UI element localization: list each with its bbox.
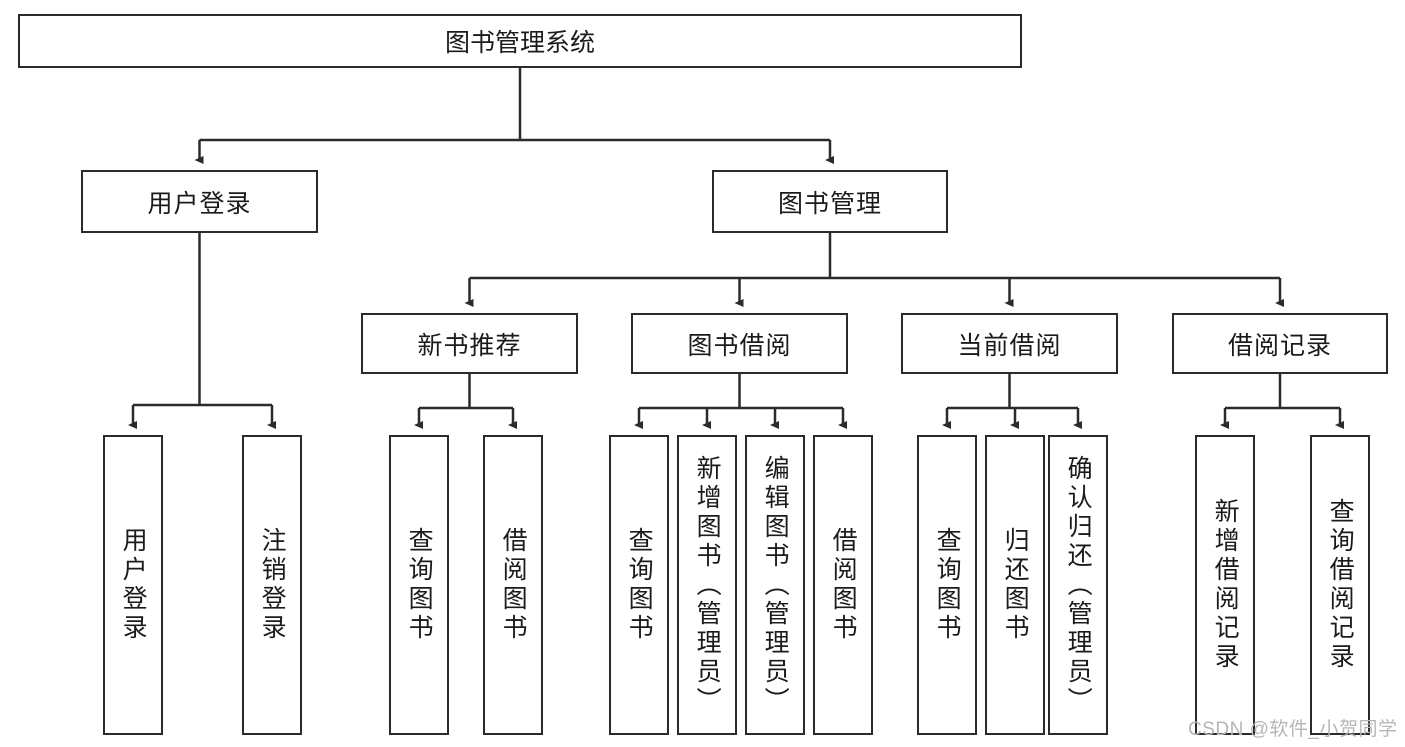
- node-label: 查询借阅记录: [1326, 498, 1355, 672]
- node-label: 当前借阅: [957, 331, 1062, 360]
- node-label: 图书借阅: [687, 331, 792, 360]
- node-label: 查询图书: [933, 527, 962, 643]
- level3-node-2: 当前借阅: [901, 313, 1118, 374]
- leaf-node-6: 编辑图书（管理员）: [745, 435, 805, 735]
- level3-node-3: 借阅记录: [1172, 313, 1388, 374]
- node-label: 归还图书: [1001, 527, 1030, 643]
- node-label: 注销登录: [258, 527, 287, 643]
- csdn-watermark: CSDN @软件_小贺同学: [1188, 719, 1398, 740]
- leaf-node-0: 用户登录: [103, 435, 163, 735]
- level3-node-0: 新书推荐: [361, 313, 578, 374]
- node-label: 借阅图书: [499, 527, 528, 643]
- node-label: 借阅图书: [829, 527, 858, 643]
- node-label: 查询图书: [405, 527, 434, 643]
- node-label: 用户登录: [147, 189, 252, 218]
- leaf-node-1: 注销登录: [242, 435, 302, 735]
- leaf-node-4: 查询图书: [609, 435, 669, 735]
- node-label: 新增借阅记录: [1211, 498, 1240, 672]
- node-label: 借阅记录: [1227, 331, 1332, 360]
- level3-node-1: 图书借阅: [631, 313, 848, 374]
- level2-node-0: 用户登录: [81, 170, 318, 233]
- node-label: 图书管理系统: [444, 29, 595, 57]
- node-label: 新增图书（管理员）: [693, 454, 722, 716]
- leaf-node-12: 查询借阅记录: [1310, 435, 1370, 735]
- level2-node-1: 图书管理: [712, 170, 948, 233]
- root-node-图书管理系统: 图书管理系统: [18, 14, 1022, 68]
- node-label: 查询图书: [625, 527, 654, 643]
- node-label: 确认归还（管理员）: [1064, 454, 1093, 716]
- leaf-node-5: 新增图书（管理员）: [677, 435, 737, 735]
- node-label: 用户登录: [119, 527, 148, 643]
- leaf-node-2: 查询图书: [389, 435, 449, 735]
- leaf-node-3: 借阅图书: [483, 435, 543, 735]
- node-label: 图书管理: [777, 189, 882, 218]
- leaf-node-7: 借阅图书: [813, 435, 873, 735]
- leaf-node-8: 查询图书: [917, 435, 977, 735]
- leaf-node-11: 新增借阅记录: [1195, 435, 1255, 735]
- leaf-node-9: 归还图书: [985, 435, 1045, 735]
- node-label: 编辑图书（管理员）: [761, 454, 790, 716]
- leaf-node-10: 确认归还（管理员）: [1048, 435, 1108, 735]
- node-label: 新书推荐: [417, 331, 522, 360]
